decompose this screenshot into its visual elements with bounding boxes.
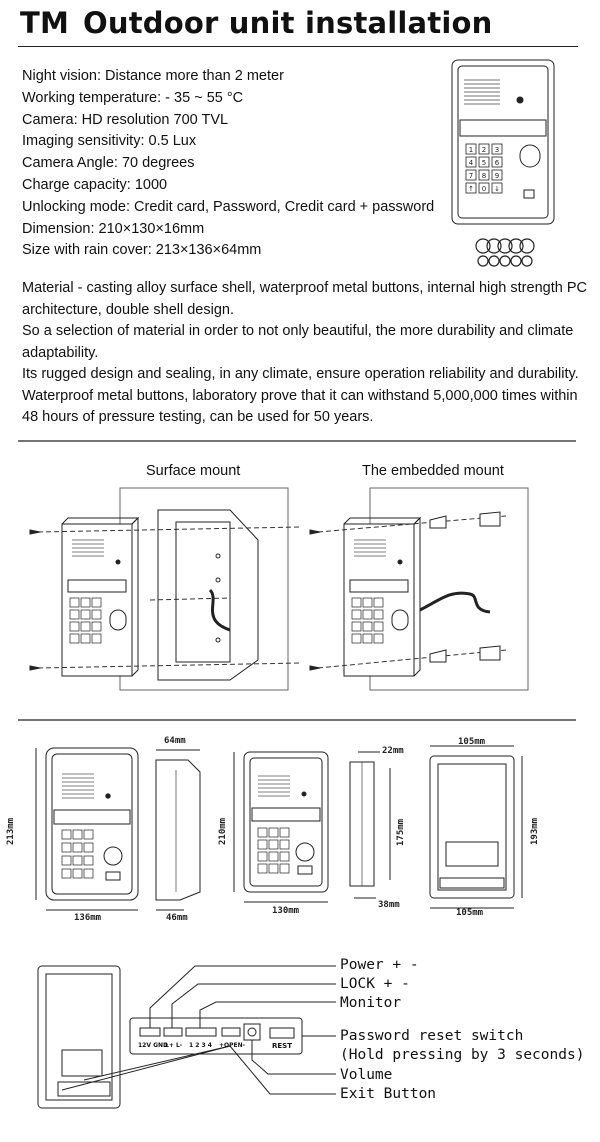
key-label: ↓ (494, 185, 500, 193)
wiring-power-label: Power + - (340, 957, 419, 973)
wiring-back-illustration (37, 965, 336, 1109)
rfid-tags-illustration (475, 238, 535, 267)
back-width-top-label: 105mm (458, 737, 486, 747)
key-label: 0 (482, 185, 486, 193)
key-label: 9 (495, 172, 499, 180)
thin-depth-bottom-label: 38mm (378, 900, 400, 910)
side-depth-top-label: 64mm (164, 736, 186, 746)
side-depth-bottom-label: 46mm (166, 913, 188, 923)
front-view-dimension (35, 747, 139, 911)
title-text: Outdoor unit installation (83, 6, 493, 40)
unit-height-label: 210mm (218, 817, 228, 845)
unit-front-dimension (233, 751, 329, 903)
spec-item: Camera: HD resolution 700 TVL (22, 111, 229, 128)
terminal-open-label: +OPEN- (219, 1042, 246, 1049)
surface-mount-label: Surface mount (146, 463, 241, 479)
spec-list: Night vision: Distance more than 2 meter… (22, 66, 434, 262)
back-view-dimension (429, 745, 523, 909)
back-width-bottom-label: 105mm (456, 908, 484, 918)
key-label: 7 (469, 172, 473, 180)
thin-side-dimension (349, 751, 391, 899)
spec-item: Size with rain cover: 213×136×64mm (22, 242, 262, 259)
embedded-mount-label: The embedded mount (362, 463, 504, 479)
description-paragraph: Waterproof metal buttons, laboratory pro… (22, 387, 578, 426)
description-paragraph: So a selection of material in order to n… (22, 323, 574, 361)
thin-height-label: 175mm (396, 818, 406, 846)
rest-button-label: REST (272, 1042, 292, 1050)
spec-item: Working temperature: - 35 ~ 55 °C (22, 89, 244, 106)
key-label: 6 (495, 159, 500, 167)
page-title: TM Outdoor unit installation (20, 6, 493, 40)
embedded-mount-illustration (309, 487, 529, 691)
wiring-monitor-label: Monitor (340, 995, 402, 1011)
spec-item: Dimension: 210×130×16mm (22, 220, 205, 237)
back-height-label: 193mm (530, 817, 540, 845)
key-label: 4 (469, 159, 474, 167)
door-station-illustration (451, 59, 555, 225)
wiring-lock-label: LOCK + - (340, 976, 410, 992)
side-view-dimension (155, 749, 201, 911)
title-divider (18, 46, 578, 47)
spec-item: Camera Angle: 70 degrees (22, 155, 195, 172)
description-paragraph: Material - casting alloy surface shell, … (22, 280, 587, 318)
thin-depth-top-label: 22mm (382, 746, 404, 756)
brand-label: TM (20, 6, 70, 40)
key-label: 5 (482, 159, 486, 167)
key-label: 3 (495, 146, 499, 154)
key-label: 8 (482, 172, 486, 180)
front-height-label: 213mm (6, 817, 16, 845)
description-paragraph: Its rugged design and sealing, in any cl… (22, 366, 579, 382)
wiring-reset-label: Password reset switch (340, 1028, 524, 1044)
spec-item: Unlocking mode: Credit card, Password, C… (22, 198, 435, 215)
wiring-reset-note: (Hold pressing by 3 seconds) (340, 1047, 585, 1063)
spec-item: Charge capacity: 1000 (22, 176, 168, 193)
front-width-label: 136mm (74, 913, 102, 923)
key-label: 2 (482, 146, 486, 154)
key-label: 1 (469, 146, 473, 154)
terminal-power-label: 12V GND (138, 1042, 169, 1049)
description-block: Material - casting alloy surface shell, … (22, 278, 587, 429)
top-keypad (465, 143, 503, 194)
spec-item: Imaging sensitivity: 0.5 Lux (22, 133, 197, 150)
wiring-exit-label: Exit Button (340, 1086, 437, 1102)
terminal-monitor-label: 1 2 3 4 (189, 1042, 212, 1049)
wiring-volume-label: Volume (340, 1067, 393, 1083)
unit-width-label: 130mm (272, 906, 300, 916)
key-label: ↑ (468, 185, 474, 193)
surface-mount-illustration (29, 487, 301, 691)
terminal-lock-label: L+ L- (165, 1042, 183, 1049)
spec-item: Night vision: Distance more than 2 meter (22, 68, 284, 84)
